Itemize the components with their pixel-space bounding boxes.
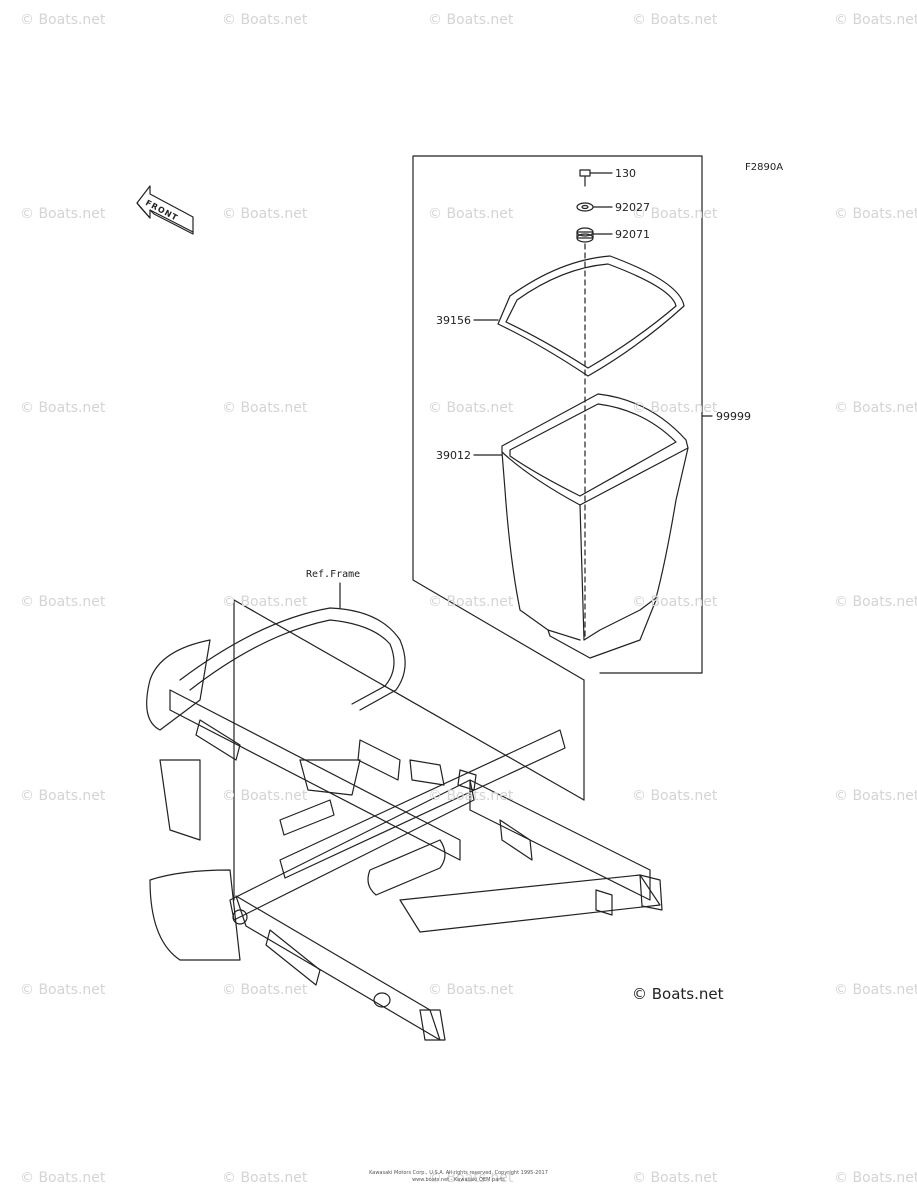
watermark: © Boats.net [20,1170,106,1186]
part-number-92071[interactable]: 92071 [615,228,650,241]
watermark: © Boats.net [428,788,514,804]
seal-39156-shape [473,255,685,377]
front-arrow-icon [136,185,194,235]
watermark: © Boats.net [428,982,514,998]
part-number-92027[interactable]: 92027 [615,201,650,214]
washer-92027-shape [576,202,613,212]
watermark: © Boats.net [428,594,514,610]
copyright-mark: © Boats.net [632,985,724,1003]
watermark: © Boats.net [428,1170,514,1186]
watermark: © Boats.net [834,594,917,610]
watermark: © Boats.net [20,982,106,998]
watermark: © Boats.net [222,982,308,998]
bolt-130-shape [579,169,613,187]
part-number-39156[interactable]: 39156 [436,314,471,327]
watermark: © Boats.net [834,12,917,28]
watermark: © Boats.net [632,594,718,610]
reference-frame-label: Ref.Frame [306,569,361,580]
watermark: © Boats.net [222,788,308,804]
watermark: © Boats.net [834,1170,917,1186]
watermark: © Boats.net [20,788,106,804]
watermark: © Boats.net [20,12,106,28]
watermark: © Boats.net [20,206,106,222]
watermark: © Boats.net [834,400,917,416]
part-number-99999[interactable]: 99999 [716,410,751,423]
part-number-130[interactable]: 130 [615,167,636,180]
grommet-92071-shape [576,227,613,243]
assembly-bracket-left [412,155,585,681]
watermark: © Boats.net [222,1170,308,1186]
assembly-bracket [583,155,703,674]
watermark: © Boats.net [222,12,308,28]
watermark: © Boats.net [834,206,917,222]
footer-line-2: www.boats.net - Kawasaki OEM parts [412,1177,505,1183]
part-number-39012[interactable]: 39012 [436,449,471,462]
frame-shape [146,607,663,1041]
watermark: © Boats.net [834,788,917,804]
watermark: © Boats.net [222,206,308,222]
watermark: © Boats.net [632,1170,718,1186]
watermark: © Boats.net [428,400,514,416]
watermark: © Boats.net [632,400,718,416]
watermark: © Boats.net [20,400,106,416]
box-39012-shape [473,393,689,659]
watermark: © Boats.net [632,788,718,804]
diagram-code: F2890A [745,162,784,173]
footer-line-1: Kawasaki Motors Corp., U.S.A. All rights… [369,1170,548,1176]
watermark: © Boats.net [222,594,308,610]
watermark: © Boats.net [632,206,718,222]
watermark: © Boats.net [632,12,718,28]
watermark: © Boats.net [428,206,514,222]
watermark: © Boats.net [20,594,106,610]
watermark: © Boats.net [428,12,514,28]
watermark: © Boats.net [834,982,917,998]
watermark: © Boats.net [222,400,308,416]
